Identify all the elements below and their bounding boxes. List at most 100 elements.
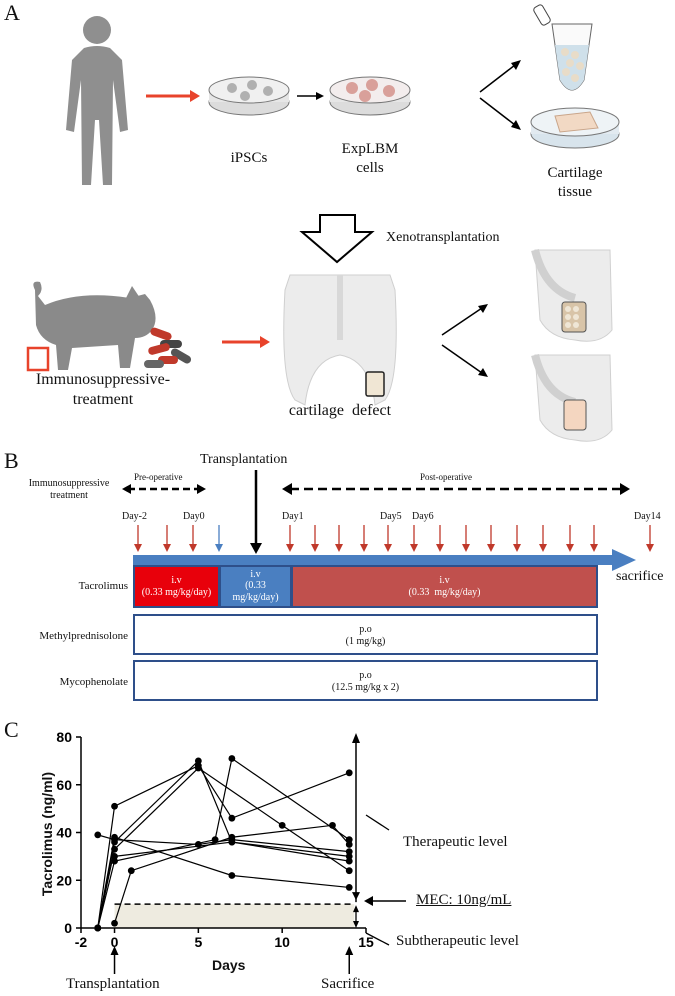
day-label-1: Day1 [282, 511, 304, 522]
knee-implant-tissue [531, 353, 613, 442]
data-point [228, 755, 236, 762]
data-point [345, 852, 353, 860]
day-arrow-head [410, 544, 418, 552]
day-arrow-head [311, 544, 319, 552]
xeno-label: Xenotransplantation [386, 230, 500, 245]
data-point [211, 836, 219, 844]
day-arrows [134, 525, 654, 552]
sacrifice-label-b: sacrifice [616, 569, 664, 584]
day-arrow-head [215, 544, 223, 552]
day-arrow-head [335, 544, 343, 552]
ipsc-label: iPSCs [230, 150, 268, 166]
red-arrow-1 [146, 90, 200, 102]
day-label-5: Day5 [380, 511, 402, 522]
therapeutic-arrow-head [352, 733, 360, 743]
data-point [111, 833, 118, 841]
data-point [278, 821, 286, 829]
ipsc-dish [208, 76, 290, 116]
seg3-route: i.v [439, 575, 450, 586]
data-point [228, 814, 236, 822]
row-name-methylprednisolone: Methylprednisolone [39, 630, 128, 642]
data-point [345, 857, 353, 865]
day-arrow-head [134, 544, 142, 552]
data-point [94, 831, 102, 839]
data-point [228, 838, 236, 846]
y-tick-label: 60 [56, 777, 72, 793]
day-arrow-head [487, 544, 495, 552]
knee-implant-spheres [531, 248, 613, 342]
therapeutic-label: Therapeutic level [403, 834, 508, 850]
transplantation-label-c: Transplantation [66, 976, 160, 992]
pills-icon [144, 327, 192, 368]
transplantation-arrow-head [110, 946, 119, 955]
data-point [345, 841, 353, 848]
sacrifice-label-c: Sacrifice [321, 976, 375, 992]
data-point [228, 872, 236, 879]
data-point [111, 802, 118, 810]
transplantation-label-b: Transplantation [200, 452, 288, 467]
day-arrow-head [189, 544, 197, 552]
data-point [345, 867, 353, 875]
pig-highlight-box [26, 346, 50, 372]
subtherapeutic-leader [365, 932, 390, 946]
day-arrow-head [566, 544, 574, 552]
x-tick-label: 0 [111, 934, 119, 950]
methyl-dose: (1 mg/kg) [345, 636, 386, 647]
data-point [111, 919, 118, 927]
x-tick-label: 15 [358, 934, 374, 950]
mec-label: MEC: 10ng/mL [416, 892, 512, 908]
x-tick-label: -2 [75, 934, 88, 950]
chart-xlabel: Days [212, 957, 246, 973]
data-point [127, 867, 135, 875]
defect-label: cartilage defect [288, 402, 392, 419]
day-arrow-head [539, 544, 547, 552]
pig-silhouette [33, 281, 156, 370]
tacrolimus-seg-3: i.v (0.33 mg/kg/day) [291, 565, 598, 608]
sacrifice-arrow-head [345, 946, 354, 955]
day-arrow-head [360, 544, 368, 552]
day-label-6: Day6 [412, 511, 434, 522]
y-tick-label: 0 [64, 920, 72, 936]
day-arrow-head [286, 544, 294, 552]
seg2-dose: (0.33 mg/kg/day) [232, 580, 279, 603]
mycophenolate-bar: p.o (12.5 mg/kg x 2) [133, 660, 598, 701]
row-name-mycophenolate: Mycophenolate [59, 676, 128, 688]
methylprednisolone-bar: p.o (1 mg/kg) [133, 614, 598, 655]
pre-operative-label: Pre-operative [134, 472, 183, 482]
therapeutic-leader [365, 814, 390, 831]
data-point [111, 852, 118, 860]
post-operative-label: Post-operative [420, 472, 472, 482]
sub-arrow-head-up [353, 905, 359, 913]
therapeutic-arrow-tail [352, 892, 360, 901]
myco-route: p.o [359, 670, 372, 681]
knee-joint-drawing [283, 274, 397, 406]
data-point [194, 757, 202, 765]
day-arrow-head [513, 544, 521, 552]
day-label-14: Day14 [634, 511, 661, 522]
day-label-minus2: Day-2 [122, 511, 147, 522]
x-tick-label: 10 [274, 934, 290, 950]
sub-arrow-head-down [353, 921, 359, 928]
data-point [345, 836, 353, 844]
explbm-label: ExpLBM cells [341, 141, 399, 176]
panel-c-letter: C [4, 717, 19, 742]
day-label-0: Day0 [183, 511, 205, 522]
panel-a-letter: A [4, 0, 20, 25]
data-point [345, 769, 353, 777]
mec-pointer-head [364, 896, 373, 906]
data-point [111, 857, 118, 865]
myco-dose: (12.5 mg/kg x 2) [331, 682, 400, 693]
seg3-dose: (0.33 mg/kg/day) [408, 587, 481, 598]
y-tick-label: 40 [56, 825, 72, 841]
seg1-dose: (0.33 mg/kg/day) [141, 587, 212, 598]
down-hollow-arrow [299, 214, 375, 264]
cartilage-tissue-label: Cartilage tissue [547, 165, 603, 200]
explbm-dish [329, 76, 411, 116]
immuno-label: Immunosuppressive- treatment [35, 371, 171, 408]
methyl-route: p.o [359, 624, 372, 635]
day-arrow-head [462, 544, 470, 552]
seg2-route: i.v [250, 569, 261, 580]
